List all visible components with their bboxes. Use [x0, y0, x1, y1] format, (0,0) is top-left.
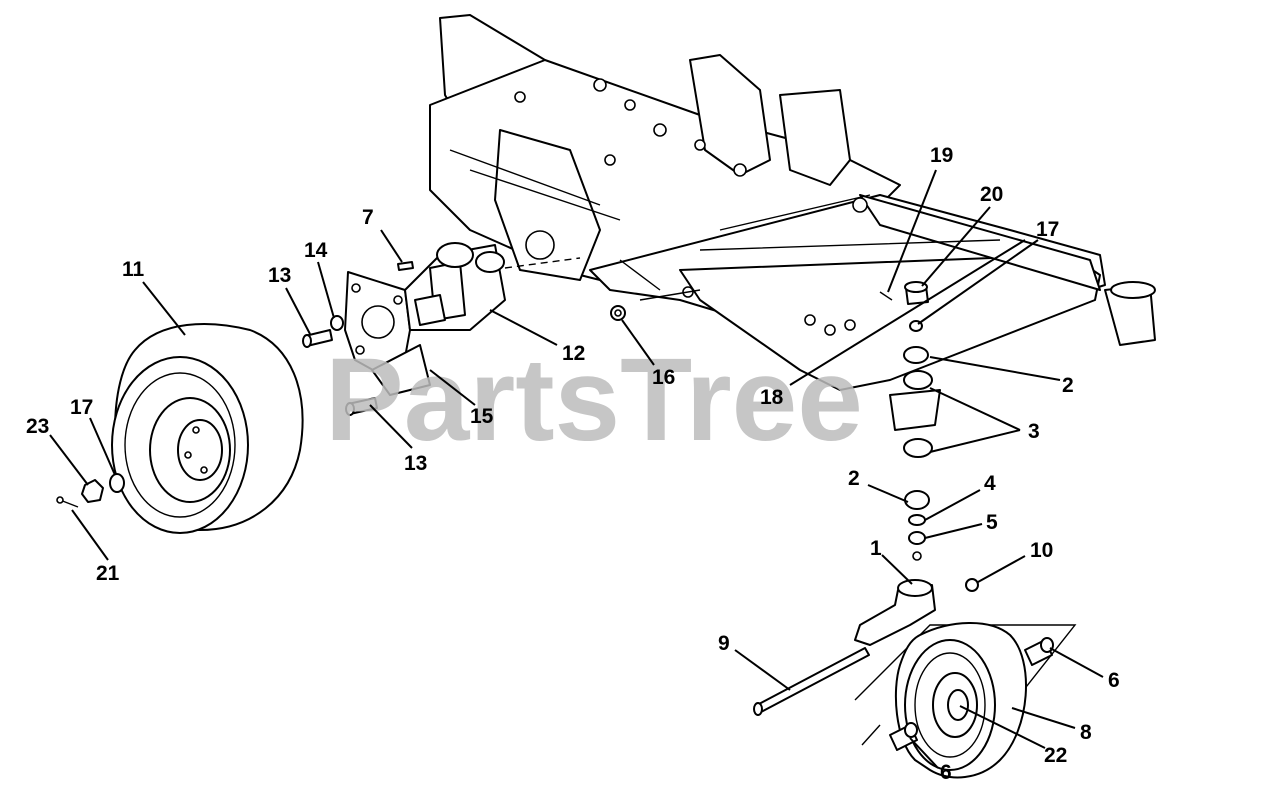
callout-22: 22	[1044, 744, 1067, 767]
callout-10: 10	[1030, 539, 1053, 562]
callout-2-upper: 2	[1062, 374, 1074, 397]
callout-6-bottom: 6	[940, 761, 952, 784]
callout-5: 5	[986, 511, 998, 534]
callout-19: 19	[930, 144, 953, 167]
callout-6-right: 6	[1108, 669, 1120, 692]
callout-15: 15	[470, 405, 494, 428]
leader-lines	[49, 169, 1104, 769]
callout-labels: 11 13 14 7 12 15 13 16 19 20 17 18 2 3 2…	[26, 144, 1120, 784]
callout-7: 7	[362, 206, 374, 229]
callout-18: 18	[760, 386, 784, 409]
callout-13-top: 13	[268, 264, 291, 287]
callout-20: 20	[980, 183, 1003, 206]
callout-13-bottom: 13	[404, 452, 427, 475]
callout-11: 11	[122, 258, 145, 281]
callout-12: 12	[562, 342, 585, 365]
callout-16: 16	[652, 366, 675, 389]
callout-17-wheel: 17	[70, 396, 93, 419]
callout-8: 8	[1080, 721, 1092, 744]
caster-wheel	[854, 622, 1077, 779]
callout-3: 3	[1028, 420, 1040, 443]
watermark-text: PartsTree	[325, 334, 863, 466]
wheel-motor	[344, 242, 581, 396]
callout-17-caster: 17	[1036, 218, 1059, 241]
callout-21: 21	[96, 562, 120, 585]
callout-14: 14	[304, 239, 328, 262]
caster-stack	[753, 281, 979, 716]
callout-9: 9	[718, 632, 730, 655]
chassis-frame	[429, 14, 1156, 431]
callout-1: 1	[870, 537, 882, 560]
callout-23: 23	[26, 415, 49, 438]
callout-2-lower: 2	[848, 467, 860, 490]
callout-4: 4	[984, 472, 996, 495]
rear-wheel	[111, 323, 304, 534]
